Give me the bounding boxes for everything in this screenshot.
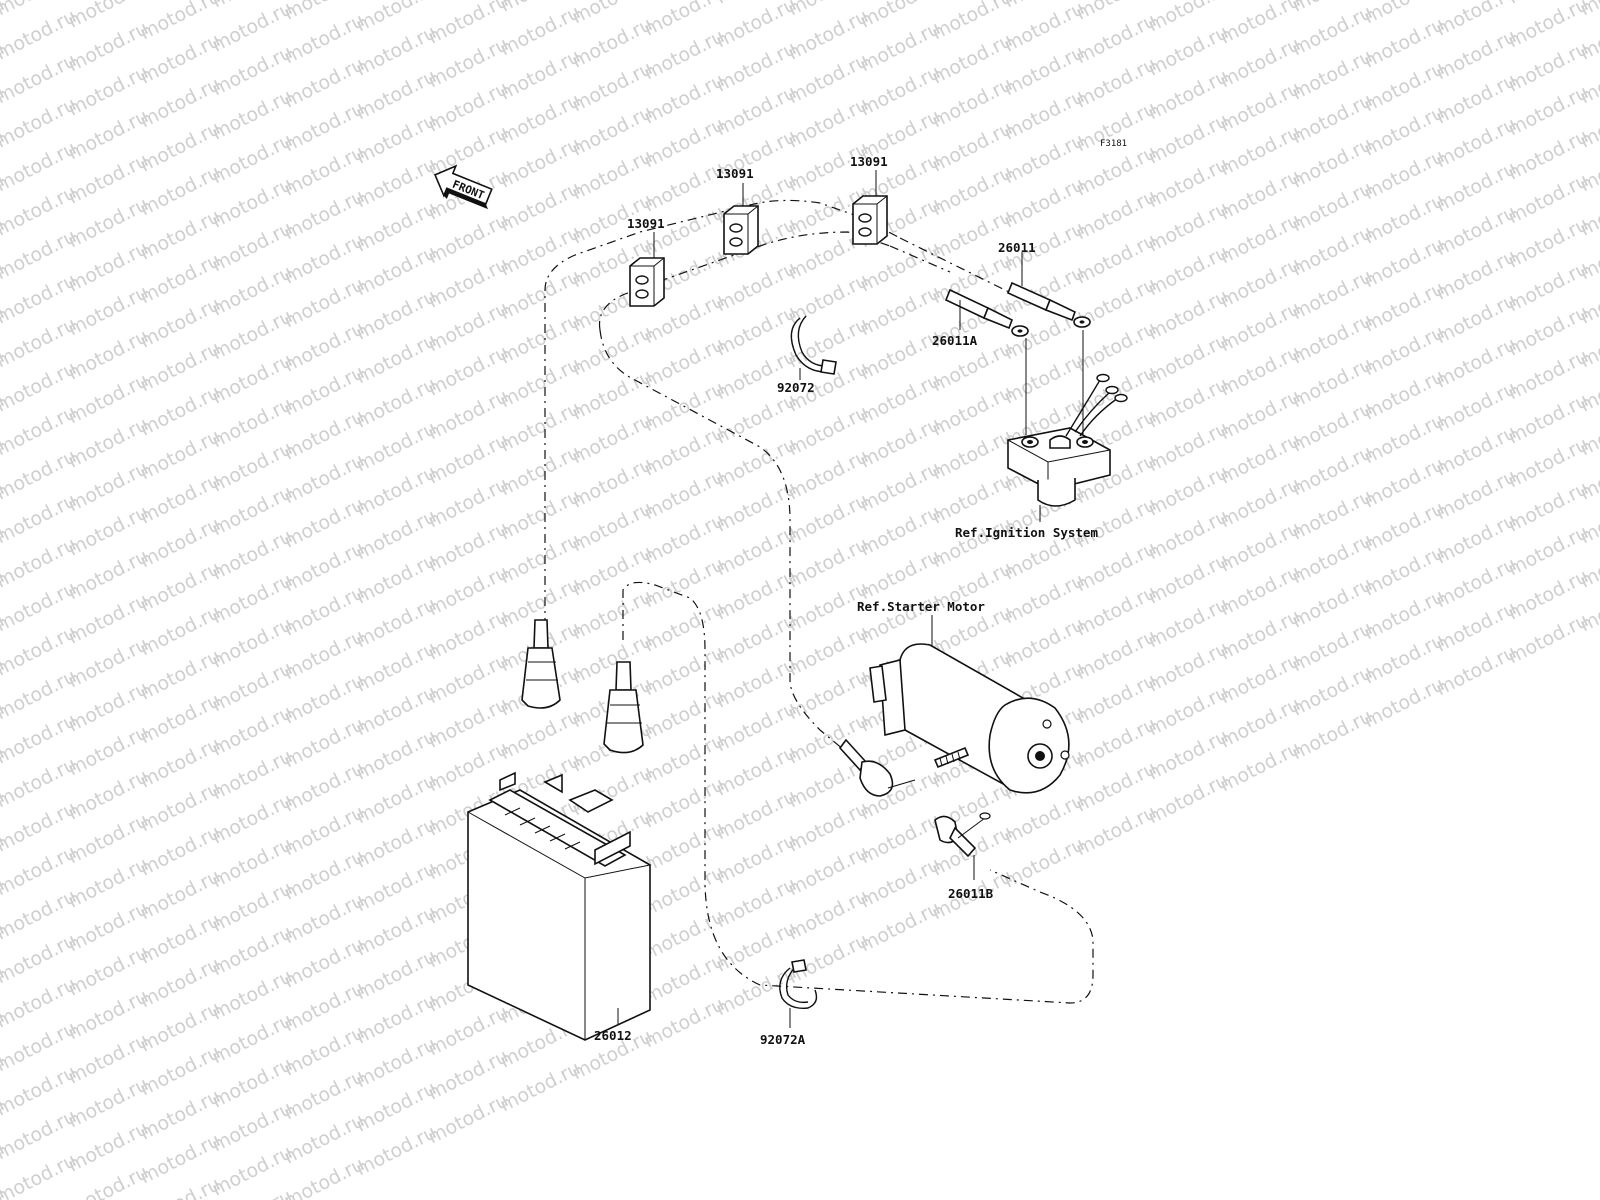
band-92072a: [779, 959, 818, 1009]
cable-clamp-13091-2: [723, 205, 759, 255]
battery-terminal-boot-1: [521, 619, 561, 709]
cable-26011a-terminal: [944, 288, 1029, 337]
cable-clamp-13091-3: [852, 195, 888, 245]
label-26012: 26012: [594, 1028, 632, 1043]
starter-relay: [1007, 373, 1128, 507]
label-13091-2: 13091: [716, 166, 754, 181]
cable-26011b-terminal: [934, 812, 991, 858]
cable-clamp-13091-1: [629, 257, 665, 307]
ref-ignition-system: Ref.Ignition System: [955, 525, 1098, 540]
band-92072: [790, 315, 837, 375]
label-92072: 92072: [777, 380, 815, 395]
label-26011b: 26011B: [948, 886, 994, 901]
cable-26011-terminal: [1006, 281, 1091, 328]
ref-starter-motor: Ref.Starter Motor: [857, 599, 985, 614]
starter-motor: [869, 643, 1070, 794]
label-26011: 26011: [998, 240, 1036, 255]
label-92072a: 92072A: [760, 1032, 806, 1047]
label-26011a: 26011A: [932, 333, 978, 348]
label-13091-1: 13091: [627, 216, 665, 231]
wiring-harness: [544, 199, 1094, 1004]
front-arrow-icon: FRONT: [433, 164, 493, 210]
diagram-code: F3181: [1100, 139, 1127, 149]
battery-26012: [467, 771, 651, 1041]
label-13091-3: 13091: [850, 154, 888, 169]
battery-terminal-boot-2: [603, 661, 644, 754]
starter-lead-terminal: [838, 738, 916, 797]
